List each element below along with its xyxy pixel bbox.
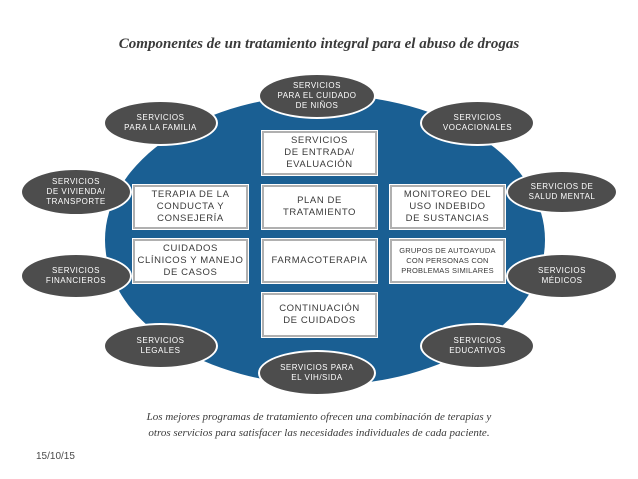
service-oval-educativos: Servicios educativos	[420, 323, 535, 369]
component-box-cuidados: Cuidados clínicos y manejo de casos	[132, 238, 249, 284]
component-box-farmacoterapia: Farmacoterapia	[261, 238, 378, 284]
service-oval-legales: Servicios legales	[103, 323, 218, 369]
component-box-entrada: Servicios de entrada/ evaluación	[261, 130, 378, 176]
diagram-title: Componentes de un tratamiento integral p…	[118, 36, 520, 52]
service-oval-vivienda: Servicios de vivienda/ transporte	[20, 168, 132, 216]
diagram-caption: Los mejores programas de tratamiento ofr…	[146, 411, 492, 439]
component-box-autoayuda: Grupos de autoayuda con personas con pro…	[389, 238, 506, 284]
component-box-monitoreo: Monitoreo del uso indebido de sustancias	[389, 184, 506, 230]
service-oval-familia: Servicios para la familia	[103, 100, 218, 146]
service-oval-medicos: Servicios médicos	[506, 253, 618, 299]
service-oval-vih: Servicios para el VIH/SIDA	[258, 350, 376, 396]
component-box-continuacion: Continuación de cuidados	[261, 292, 378, 338]
slide-date: 15/10/15	[36, 451, 75, 462]
component-box-plan: Plan de tratamiento	[261, 184, 378, 230]
service-oval-ninos: Servicios para el cuidado de niños	[258, 73, 376, 119]
component-box-terapia: Terapia de la conducta y consejería	[132, 184, 249, 230]
service-oval-salud-mental: Servicios de salud mental	[506, 170, 618, 214]
service-oval-financieros: Servicios financieros	[20, 253, 132, 299]
service-oval-vocacionales: Servicios vocacionales	[420, 100, 535, 146]
